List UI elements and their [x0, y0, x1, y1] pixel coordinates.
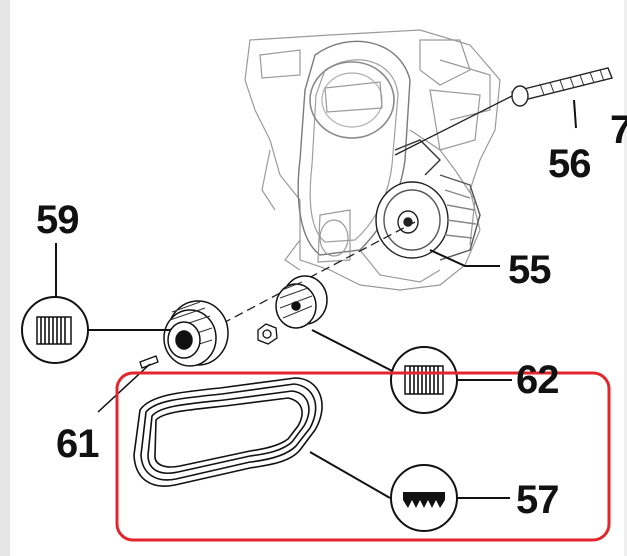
callout-7: 7: [610, 108, 627, 152]
leader-55: [429, 249, 500, 267]
small-bolt-icon: [97, 355, 159, 413]
callout-57: 57: [516, 478, 559, 522]
leader-57-belt: [309, 451, 391, 499]
ribbed-belt-profile-icon: [21, 296, 89, 364]
belt-profile-bubble-icon: [390, 464, 458, 532]
leader-62-pulley: [311, 329, 401, 376]
nut-icon: [257, 323, 278, 345]
callout-61: 61: [56, 422, 99, 466]
bolt-icon: [394, 67, 613, 156]
serpentine-belt-icon: [133, 377, 323, 487]
alternator-pulley-icon: [375, 139, 481, 261]
crank-pulley-icon: [163, 300, 229, 367]
assembly-axis-line: [209, 221, 416, 331]
engine-block-icon: [244, 29, 501, 291]
highlight-box: [115, 371, 611, 542]
tensioner-profile-bubble-icon: [390, 346, 458, 414]
tensioner-pulley-icon: [275, 275, 328, 329]
leader-56: [573, 99, 577, 129]
right-margin-strip: [624, 0, 627, 556]
left-margin-strip: [0, 0, 10, 556]
callout-55: 55: [508, 248, 551, 292]
callout-59: 59: [36, 198, 79, 242]
callout-62: 62: [516, 358, 559, 402]
callout-56: 56: [548, 142, 591, 186]
